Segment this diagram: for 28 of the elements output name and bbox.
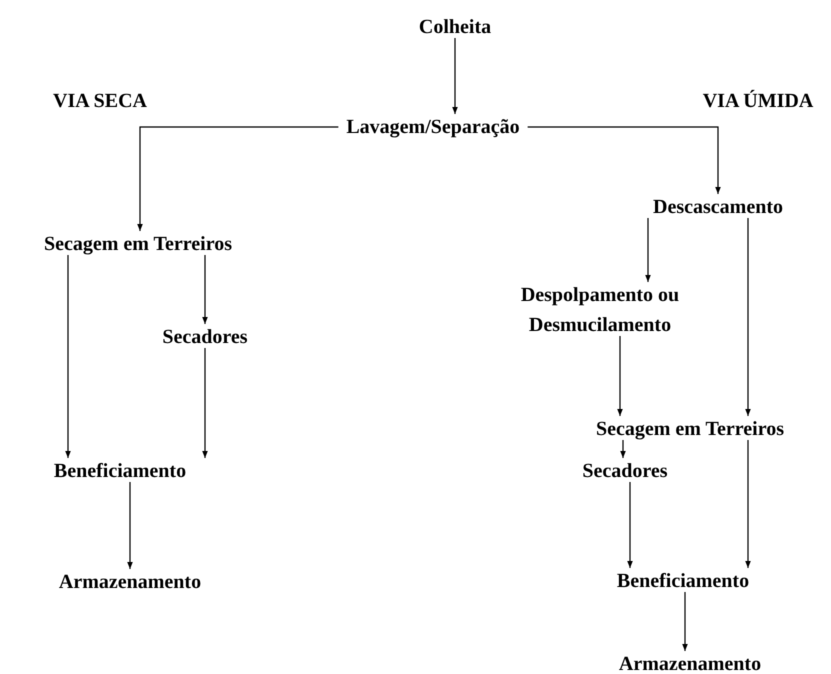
step-text: Secadores (582, 456, 668, 486)
step-text: Colheita (418, 12, 492, 42)
arrow (617, 336, 623, 416)
step-text: Secadores (162, 322, 248, 352)
step-text: Lavagem/Separação (346, 112, 520, 142)
arrow (620, 440, 626, 458)
step-text: Despolpamento ou Desmucilamento (485, 280, 715, 340)
step-text: Armazenamento (618, 649, 762, 674)
arrow (202, 255, 208, 324)
step-text: Beneficiamento (54, 456, 186, 486)
arrow (745, 218, 751, 416)
arrow (127, 482, 133, 569)
step-text: Secagem em Terreiros (596, 414, 784, 444)
arrow (137, 126, 338, 231)
step-text: Armazenamento (58, 567, 202, 597)
arrow (745, 440, 751, 568)
route-heading: VIA SECA (53, 89, 147, 114)
arrow (645, 218, 651, 282)
step-text: Secagem em Terreiros (44, 229, 232, 259)
arrow (528, 126, 721, 194)
route-heading: VIA ÚMIDA (702, 88, 814, 114)
arrow (452, 38, 458, 114)
arrow (65, 255, 71, 458)
arrow (202, 348, 208, 458)
step-text: Descascamento (653, 192, 783, 222)
arrow (627, 482, 633, 568)
step-text: Beneficiamento (616, 566, 750, 596)
arrow (682, 592, 688, 651)
